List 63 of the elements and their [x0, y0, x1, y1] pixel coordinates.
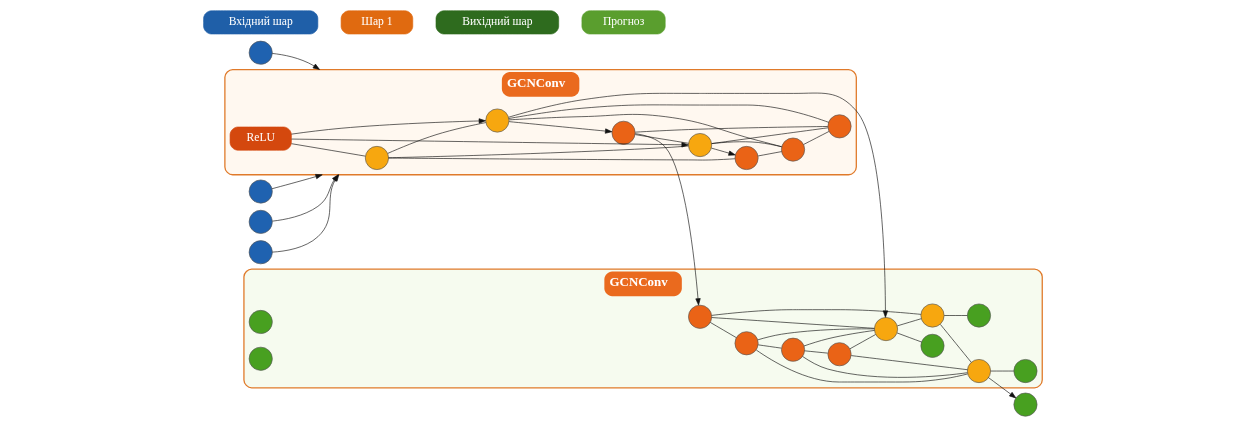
connector [802, 356, 968, 378]
node-circle [874, 317, 898, 341]
connector [897, 318, 922, 327]
connector [757, 151, 782, 157]
connector [804, 350, 829, 354]
connector [755, 349, 968, 383]
arrow [711, 147, 736, 156]
arrow [271, 174, 323, 190]
node-circle [734, 146, 759, 170]
arrow [508, 121, 613, 134]
arrow [272, 53, 320, 70]
node-box: Шар 1 [340, 10, 414, 35]
connector [635, 134, 689, 144]
node-circle [248, 179, 273, 204]
arrow [291, 138, 689, 148]
connector [508, 104, 829, 123]
node-circle [967, 359, 991, 383]
node-circle [611, 120, 636, 145]
arrow [291, 118, 486, 135]
node-circle [781, 137, 805, 162]
connector [944, 315, 968, 316]
connector [757, 328, 875, 341]
node-circle [688, 133, 712, 157]
node-circle [781, 337, 805, 362]
arrow [988, 377, 1017, 399]
node-circle [967, 303, 991, 328]
connector [849, 334, 876, 350]
node-circle [365, 146, 389, 170]
node-circle [248, 346, 273, 371]
connector [850, 355, 968, 371]
arrow [634, 133, 701, 306]
connector [940, 324, 972, 363]
connector [387, 122, 487, 154]
connector [709, 322, 737, 338]
node-circle [485, 108, 510, 133]
node-circle [1013, 359, 1038, 383]
connector [635, 126, 829, 133]
node-circle [920, 333, 945, 358]
node-circle [920, 303, 945, 328]
connector [711, 317, 875, 329]
node-circle [1013, 392, 1038, 417]
node-box: Вихідний шар [435, 10, 559, 35]
connector [803, 330, 875, 347]
node-circle [734, 331, 759, 356]
connector [388, 145, 689, 159]
arrow [508, 92, 888, 318]
node-circle [688, 304, 712, 329]
connector [803, 131, 830, 145]
connector [508, 114, 782, 148]
node-box: Вхідний шар [203, 10, 319, 35]
node-circle [248, 240, 273, 265]
node-circle [827, 342, 852, 367]
node-box: Прогноз [581, 10, 666, 35]
node-circle [248, 40, 273, 65]
node-box: ReLU [229, 126, 292, 151]
connector [388, 157, 736, 161]
connector [711, 127, 829, 144]
connector [896, 332, 922, 343]
node-circle [827, 114, 852, 139]
node-circle [248, 310, 273, 334]
node-circle [248, 209, 273, 234]
connector [291, 143, 366, 157]
connector [711, 309, 922, 316]
